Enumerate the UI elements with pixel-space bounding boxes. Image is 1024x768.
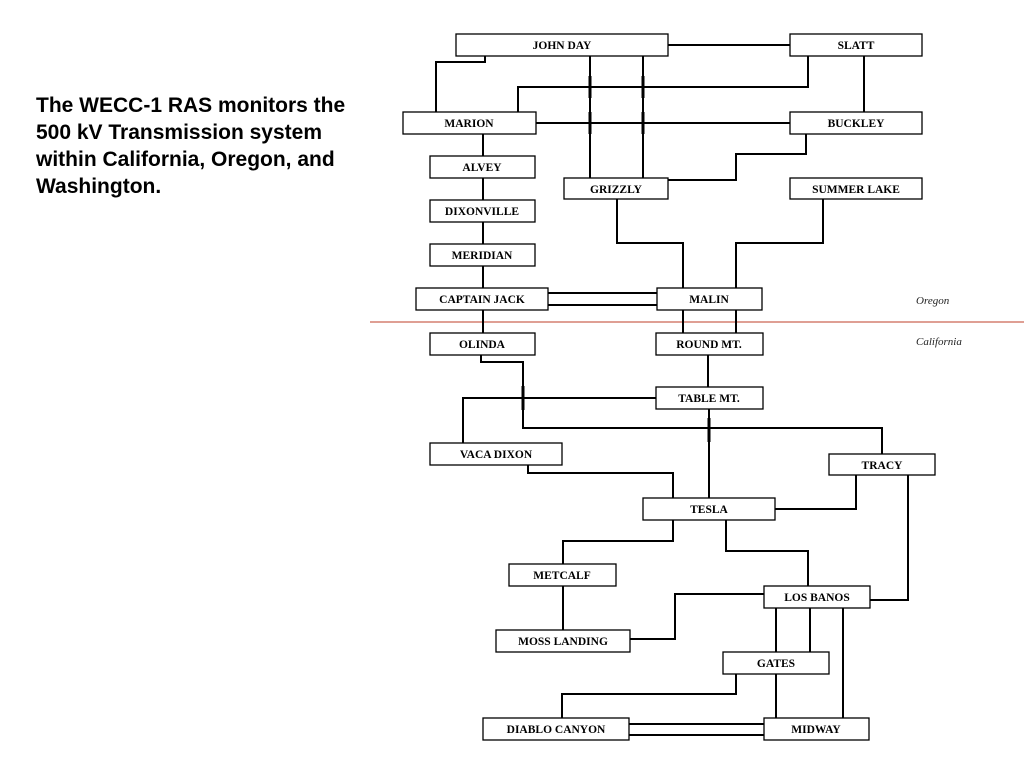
line-tesla-losbanos: [725, 520, 809, 586]
node-moss-landing: MOSS LANDING: [495, 629, 631, 653]
node-tesla: TESLA: [642, 497, 776, 521]
node-malin: MALIN: [656, 287, 763, 311]
node-midway: MIDWAY: [763, 717, 870, 741]
node-metcalf: METCALF: [508, 563, 617, 587]
node-john-day: JOHN DAY: [455, 33, 669, 57]
node-grizzly: GRIZZLY: [563, 177, 669, 200]
svg-text:MIDWAY: MIDWAY: [791, 724, 841, 736]
node-slatt: SLATT: [789, 33, 923, 57]
node-gates: GATES: [722, 651, 830, 675]
svg-text:ALVEY: ALVEY: [462, 162, 502, 174]
svg-text:ROUND MT.: ROUND MT.: [676, 339, 742, 351]
line-johnday-marion: [435, 56, 486, 112]
node-round-mt: ROUND MT.: [655, 332, 764, 356]
line-tracy-tesla: [775, 475, 857, 510]
node-tracy: TRACY: [828, 453, 936, 476]
svg-text:CAPTAIN JACK: CAPTAIN JACK: [439, 294, 525, 306]
svg-text:MARION: MARION: [444, 118, 494, 130]
node-olinda: OLINDA: [429, 332, 536, 356]
crossing-marks: [521, 76, 711, 442]
line-vacadixon-tesla: [527, 465, 674, 498]
line-mosslanding-losbanos: [630, 593, 764, 640]
line-grizzly-malin: [616, 199, 684, 288]
node-buckley: BUCKLEY: [789, 111, 923, 135]
line-tracy-losbanos: [870, 475, 909, 601]
svg-text:VACA DIXON: VACA DIXON: [460, 449, 533, 461]
line-tablemt-vacadixon: [462, 397, 656, 443]
description-text: The WECC-1 RAS monitors the 500 kV Trans…: [36, 94, 346, 198]
node-dixonville: DIXONVILLE: [429, 199, 536, 223]
svg-text:OLINDA: OLINDA: [459, 339, 506, 351]
node-meridian: MERIDIAN: [429, 243, 536, 267]
svg-text:DIABLO CANYON: DIABLO CANYON: [507, 724, 606, 736]
node-diablo-canyon: DIABLO CANYON: [482, 717, 630, 741]
connection-lines: [435, 44, 909, 736]
svg-text:TRACY: TRACY: [862, 460, 904, 472]
svg-text:GRIZZLY: GRIZZLY: [590, 184, 643, 196]
line-slatt-marion: [517, 56, 809, 112]
svg-text:BUCKLEY: BUCKLEY: [828, 118, 886, 130]
svg-text:MOSS LANDING: MOSS LANDING: [518, 636, 608, 648]
node-table-mt: TABLE MT.: [655, 386, 764, 410]
line-summerlake-malin: [735, 199, 824, 288]
svg-text:METCALF: METCALF: [533, 570, 591, 582]
line-tesla-metcalf: [562, 520, 674, 564]
region-label-california: California: [916, 336, 962, 348]
svg-text:GATES: GATES: [757, 658, 795, 670]
node-captain-jack: CAPTAIN JACK: [415, 287, 549, 311]
node-summer-lake: SUMMER LAKE: [789, 177, 923, 200]
svg-text:SUMMER LAKE: SUMMER LAKE: [812, 184, 900, 196]
line-gates-diablocanyon: [561, 674, 737, 718]
region-label-oregon: Oregon: [916, 295, 950, 307]
svg-text:SLATT: SLATT: [838, 40, 875, 52]
svg-text:DIXONVILLE: DIXONVILLE: [445, 206, 519, 218]
svg-text:JOHN DAY: JOHN DAY: [533, 40, 592, 52]
svg-text:TESLA: TESLA: [690, 504, 728, 516]
svg-text:LOS BANOS: LOS BANOS: [784, 592, 850, 604]
svg-text:MERIDIAN: MERIDIAN: [452, 250, 513, 262]
svg-text:MALIN: MALIN: [689, 294, 729, 306]
node-vaca-dixon: VACA DIXON: [429, 442, 563, 466]
node-marion: MARION: [402, 111, 537, 135]
node-alvey: ALVEY: [429, 155, 536, 179]
svg-text:TABLE MT.: TABLE MT.: [678, 393, 740, 405]
line-buckley-grizzly: [668, 133, 807, 181]
node-los-banos: LOS BANOS: [763, 585, 871, 609]
